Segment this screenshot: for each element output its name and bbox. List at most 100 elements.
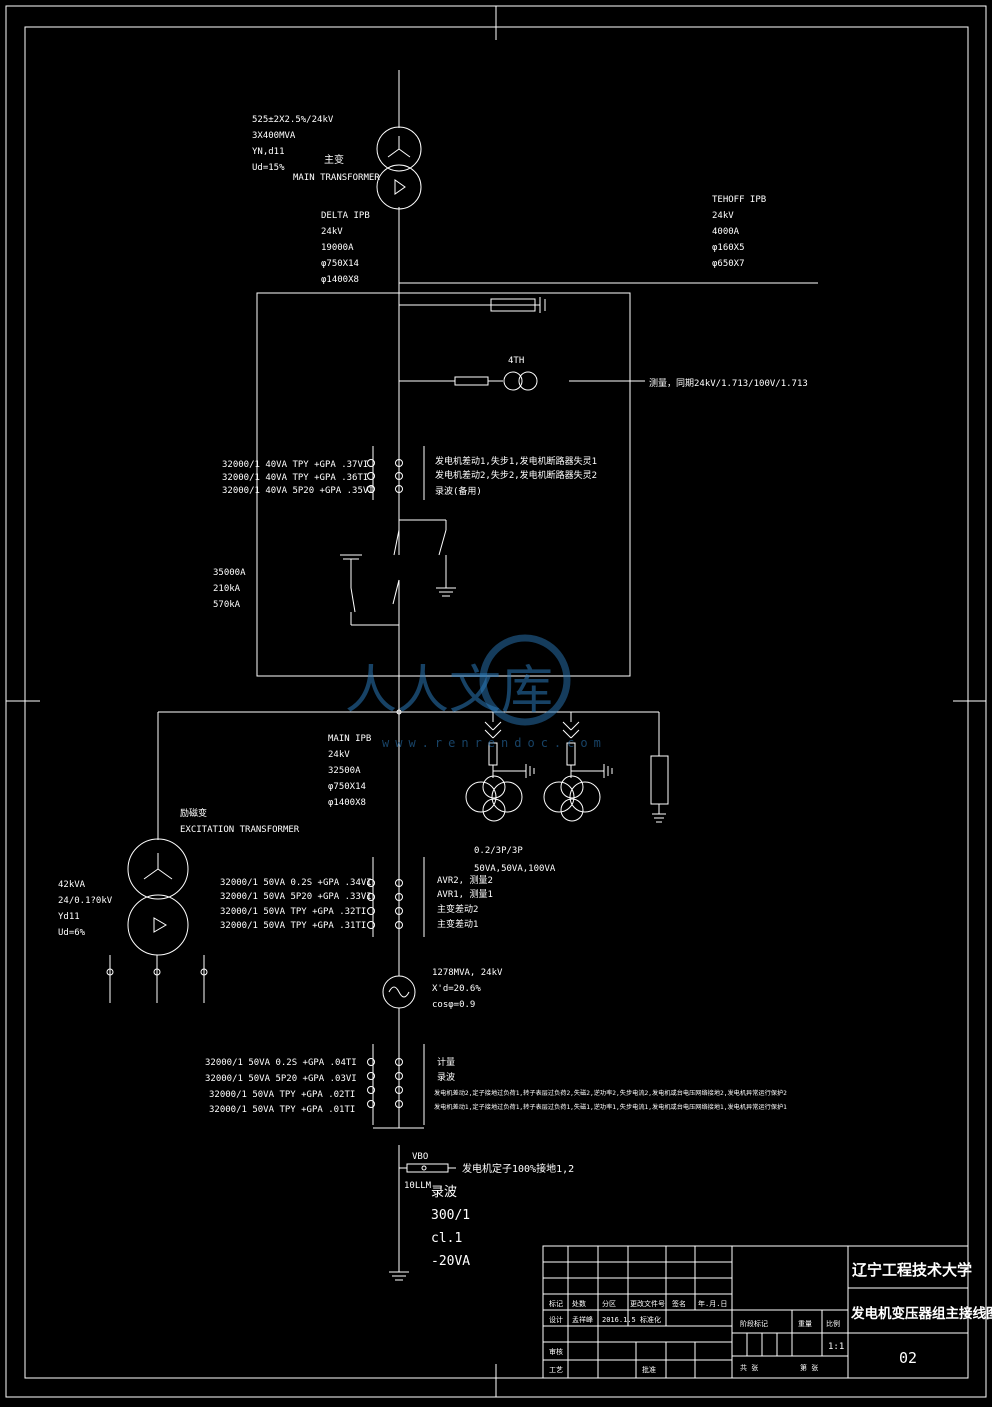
ct2-right-2: AVR1, 测量1 <box>437 889 493 900</box>
tb-approve-label: 批准 <box>642 1365 656 1374</box>
tb-drawing-no: 02 <box>899 1349 917 1367</box>
tb-std-label: 标准化 <box>640 1315 661 1324</box>
tb-stage-label: 阶段标记 <box>740 1319 768 1328</box>
centering-marks <box>6 6 986 1397</box>
mt-name-cn: 主变 <box>324 153 344 166</box>
tehoff-ipb-3: 4000A <box>712 227 740 237</box>
tb-university: 辽宁工程技术大学 <box>852 1261 972 1279</box>
gen-spec-3: cosφ=0.9 <box>432 1000 475 1010</box>
ct1-right-1: 发电机差动1,失步1,发电机断路器失灵1 <box>435 455 597 467</box>
tehoff-ipb-1: TEHOFF IPB <box>712 195 766 205</box>
surge-capacitor <box>399 297 546 313</box>
delta-ipb-2: 24kV <box>321 227 343 237</box>
et-spec-2: 24/0.1?0kV <box>58 896 113 906</box>
tb-process-label: 工艺 <box>549 1366 563 1374</box>
tb-review-label: 审核 <box>549 1347 563 1356</box>
ct3-left-3: 32000/1 50VA TPY +GPA .02TI <box>209 1090 355 1100</box>
mt-name-en: MAIN TRANSFORMER <box>293 173 380 183</box>
ct1-left-2: 32000/1 40VA TPY +GPA .36TI <box>222 473 368 483</box>
neutral-ct-3: cl.1 <box>431 1231 462 1246</box>
et-spec-3: Yd11 <box>58 912 80 922</box>
tb-row-label-2: 处数 <box>572 1299 586 1308</box>
tb-weight-label: 重量 <box>798 1320 812 1328</box>
generator-symbol <box>382 975 416 1009</box>
tb-date: 2016.1.5 <box>602 1316 636 1324</box>
tb-row-label-4: 更改文件号 <box>630 1299 665 1308</box>
branch-bus <box>157 709 669 840</box>
ct-group-2-symbols <box>367 857 425 937</box>
et-spec-1: 42kVA <box>58 880 86 890</box>
watermark-text: 人人文库 <box>345 661 553 721</box>
ct2-left-3: 32000/1 50VA TPY +GPA .32TI <box>220 907 366 917</box>
ct1-right-2: 发电机差动2,失步2,发电机断路器失灵2 <box>435 469 597 481</box>
tb-ratio-label: 比例 <box>826 1319 840 1328</box>
ct3-left-4: 32000/1 50VA TPY +GPA .01TI <box>209 1105 355 1115</box>
delta-ipb-1: DELTA IPB <box>321 211 370 221</box>
delta-ipb-4: φ750X14 <box>321 259 359 269</box>
mt-spec-1: 525±2X2.5%/24kV <box>252 115 334 125</box>
ct2-left-2: 32000/1 50VA 5P20 +GPA .33VI <box>220 892 372 902</box>
tehoff-ipb-2: 24kV <box>712 211 734 221</box>
ct-group-3-symbols <box>367 1044 425 1129</box>
main-ipb-2: 24kV <box>328 750 350 760</box>
ct2-left-4: 32000/1 50VA TPY +GPA .31TI <box>220 921 366 931</box>
ct1-left-1: 32000/1 40VA TPY +GPA .37VI <box>222 460 368 470</box>
tb-designer-label: 设计 <box>549 1315 563 1324</box>
neutral-vbo: VBO <box>412 1152 428 1162</box>
mt-spec-2: 3X400MVA <box>252 131 296 141</box>
tb-row-label-3: 分区 <box>602 1299 616 1308</box>
breaker-3: 570kA <box>213 600 241 610</box>
ct3-right-4: 发电机差动1,定子接地过负荷1,转子表层过负荷1,失磁1,逆功率1,失步电流1,… <box>434 1103 787 1111</box>
ct2-right-1: AVR2, 测量2 <box>437 875 493 886</box>
pt-4th-label: 4TH <box>508 356 524 366</box>
main-transformer-symbol <box>376 126 422 210</box>
tb-row-label-6: 年.月.日 <box>698 1299 727 1308</box>
tehoff-ipb-5: φ650X7 <box>712 259 745 269</box>
tb-sheet-no: 第 张 <box>800 1363 818 1372</box>
excitation-transformer-symbol <box>106 838 208 1003</box>
vt-set-2 <box>543 712 613 822</box>
ct3-right-1: 计量 <box>437 1056 455 1068</box>
neutral-llm: 10LLM <box>404 1181 432 1191</box>
tehoff-ipb-4: φ160X5 <box>712 243 745 253</box>
vt-group-2: 50VA,50VA,100VA <box>474 864 556 874</box>
mt-spec-3: YN,d11 <box>252 147 285 157</box>
ct3-right-2: 录波 <box>437 1071 455 1083</box>
mt-spec-4: Ud=15% <box>252 163 285 173</box>
delta-ipb-3: 19000A <box>321 243 354 253</box>
tb-row-label-1: 标记 <box>549 1299 563 1308</box>
ct2-right-3: 主变差动2 <box>437 903 478 915</box>
breaker-1: 35000A <box>213 568 246 578</box>
tb-sheet-total: 共 张 <box>740 1363 758 1372</box>
delta-ipb-5: φ1400X8 <box>321 275 359 285</box>
ct3-right-3: 发电机差动2,定子接地过负荷1,转子表层过负荷2,失磁2,逆功率2,失步电流2,… <box>434 1089 787 1097</box>
ct3-left-2: 32000/1 50VA 5P20 +GPA .03VI <box>205 1074 357 1084</box>
neutral-ct-2: 300/1 <box>431 1208 470 1223</box>
ct2-left-1: 32000/1 50VA 0.2S +GPA .34VI <box>220 878 372 888</box>
vt-group-1: 0.2/3P/3P <box>474 846 523 856</box>
title-block-grid <box>542 1245 969 1379</box>
main-ipb-5: φ1400X8 <box>328 798 366 808</box>
ct1-left-3: 32000/1 40VA 5P20 +GPA .35VI <box>222 486 374 496</box>
pt-4th-symbol <box>399 371 645 391</box>
ct-group-1-symbols <box>367 446 425 500</box>
neutral-ct-1: 录波 <box>431 1185 457 1200</box>
et-name-en: EXCITATION TRANSFORMER <box>180 825 300 835</box>
tb-row-label-5: 签名 <box>672 1299 686 1308</box>
gen-spec-2: X'd=20.6% <box>432 984 481 994</box>
breaker-2: 210kA <box>213 584 241 594</box>
tb-designer-name: 孟祥峰 <box>572 1315 593 1324</box>
generator-circuit-breaker <box>340 519 456 626</box>
generator-breaker-enclosure <box>256 292 631 677</box>
vt-set-1 <box>465 712 535 822</box>
ct1-right-3: 录波(备用) <box>435 485 482 497</box>
tb-drawing-title: 发电机变压器组主接线图 <box>850 1305 992 1322</box>
ct2-right-4: 主变差动1 <box>437 918 478 930</box>
main-ipb-1: MAIN IPB <box>328 734 371 744</box>
watermark-url: www.renrendoc.com <box>382 736 607 750</box>
pt-4th-note: 测量，同期24kV/1.713/100V/1.713 <box>649 378 808 389</box>
neutral-grounding <box>389 1163 456 1281</box>
main-ipb-3: 32500A <box>328 766 361 776</box>
et-spec-4: Ud=6% <box>58 928 86 938</box>
